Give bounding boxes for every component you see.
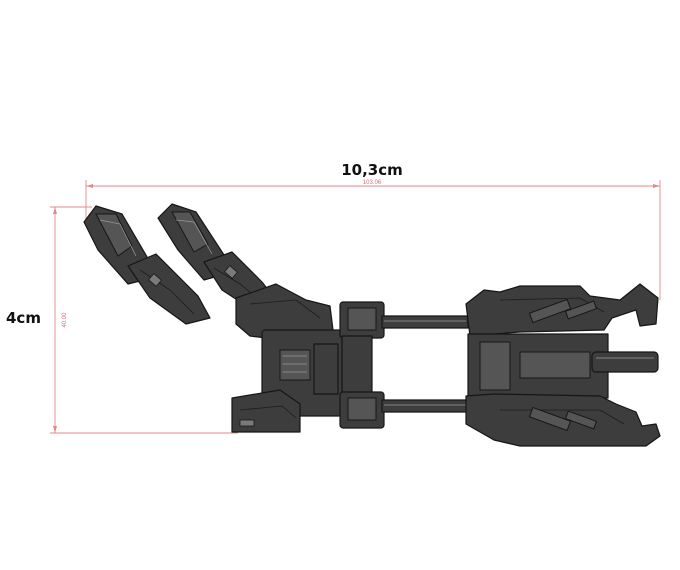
housing-bottom-slot-2 (564, 410, 598, 430)
rails (381, 315, 469, 413)
height-arrow-bottom (53, 426, 57, 433)
width-arrow-left (86, 184, 93, 188)
connector-bottom-face (347, 397, 377, 421)
barrel (591, 351, 659, 373)
finger-left-tip-face (95, 213, 133, 257)
palm-block (231, 283, 343, 433)
housing-body-left-panel (479, 341, 511, 391)
finger-right-tip-face (171, 211, 209, 253)
palm-lower-foot-edge (239, 405, 297, 419)
claw-housing (465, 283, 661, 447)
connector-top-face (347, 307, 377, 331)
housing-bottom-slot-1 (528, 406, 572, 432)
finger-right-joint (224, 265, 238, 279)
finger-left-joint (148, 273, 162, 287)
housing-top-slot-1 (528, 298, 572, 324)
mechanical-part (83, 203, 661, 447)
center-connector (339, 301, 385, 429)
height-label: 4cm (6, 309, 41, 327)
width-dimension: 10,3cm 103.06 (85, 161, 661, 300)
rail-top (381, 315, 469, 329)
width-arrow-right (653, 184, 660, 188)
palm-upper-edge (249, 299, 321, 319)
height-arrow-top (53, 207, 57, 214)
housing-top-slot-2 (564, 300, 598, 320)
palm-foot-detail (239, 419, 255, 427)
connector-mid (341, 335, 373, 401)
width-label: 10,3cm (341, 161, 403, 179)
rail-bottom (381, 399, 469, 413)
width-small-label: 103.06 (363, 180, 382, 186)
finger-left-segment-edge (139, 269, 195, 315)
height-dimension: 4cm 40.00 (6, 206, 238, 434)
height-small-label: 40.00 (62, 312, 68, 328)
finger-left (83, 205, 211, 325)
housing-body-center-panel (519, 351, 591, 379)
palm-side-plate (313, 343, 339, 395)
palm-vent (279, 349, 311, 381)
finger-left-highlight (99, 219, 137, 257)
finger-right-highlight (175, 219, 213, 255)
